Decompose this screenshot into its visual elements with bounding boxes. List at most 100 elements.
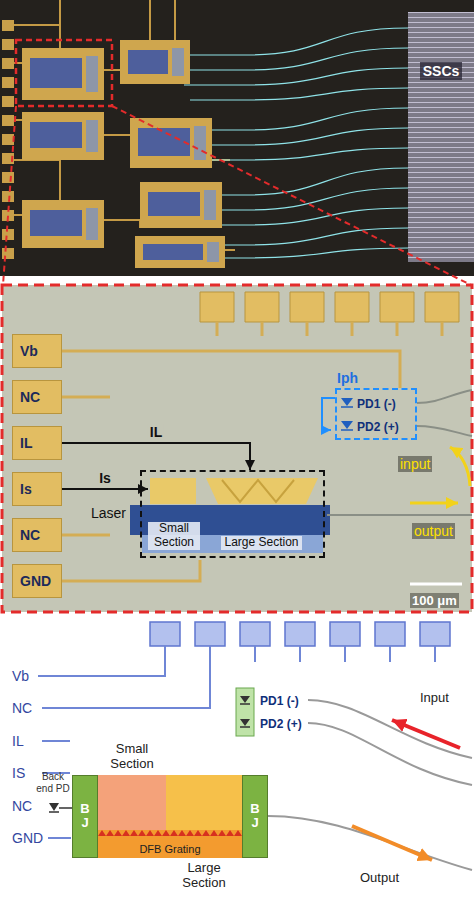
heading-label: Large Section [166, 861, 242, 891]
text-holder: PD1 (-) [260, 691, 299, 709]
box-label: BJ [249, 802, 262, 831]
bond-pad [150, 622, 450, 646]
box-label: Large Section [221, 536, 301, 550]
box-label: SSCs [420, 62, 463, 80]
box-label: NC [20, 527, 40, 543]
pin-label: NC [12, 798, 32, 814]
box-label: PD2 (+) [357, 420, 399, 434]
heading-label: Small Section [98, 742, 166, 772]
bond-pad: Is [12, 472, 62, 506]
device-photodiode [86, 48, 219, 262]
bond-pad: GND [12, 564, 62, 598]
part-label: DFB Grating [139, 843, 200, 855]
text-holder: BJ [79, 802, 92, 831]
box-label: Vb [20, 343, 38, 359]
text-holder: 100 μm [410, 591, 459, 609]
photodiode: PD2 (+) [258, 713, 318, 733]
current-arrow [62, 488, 148, 490]
device-core [30, 50, 203, 260]
text-holder: NC [12, 699, 32, 717]
diode-symbol [341, 398, 353, 429]
dfb-grating [98, 830, 242, 858]
bond-pad: NC [12, 380, 62, 414]
text-holder: IL [148, 423, 164, 441]
box-label: Is [20, 481, 32, 497]
laser-section: Small Section [148, 478, 200, 554]
text-holder: Large Section [221, 532, 301, 550]
edge-label: IL [148, 424, 164, 440]
box-label: IL [20, 435, 32, 451]
heading-label: Laser [91, 505, 126, 521]
butt-joint: BJ [242, 775, 268, 858]
text-holder: output [412, 522, 455, 540]
text-holder: GND [12, 829, 43, 847]
part-label: Back end PD [33, 771, 73, 794]
text-holder: BJ [249, 802, 262, 831]
laser-contact [206, 478, 318, 504]
input-arrow [450, 447, 470, 486]
pin-label: NC [12, 700, 32, 716]
laser-contact [150, 478, 196, 504]
photodiode: PD1 (-) [355, 393, 415, 413]
pin-label: Vb [12, 668, 29, 684]
output-arrow [352, 826, 432, 860]
current-arrow [62, 443, 250, 470]
photocurrent-wire [322, 398, 335, 430]
laser-outline: LaserSmall SectionLarge Section [140, 470, 325, 558]
signal-label: input [398, 456, 432, 472]
diode-symbol [240, 704, 250, 727]
photodiode: PD1 (-) [258, 690, 318, 710]
box-label: GND [20, 573, 51, 589]
device-metal [22, 40, 225, 268]
waveguide [184, 28, 408, 258]
text-holder: Input [420, 688, 449, 706]
output-arrow [410, 502, 458, 505]
signal-label: Output [360, 870, 399, 885]
photodiode-area [236, 688, 254, 736]
edge-label: Is [97, 470, 113, 486]
text-holder: Laser [91, 504, 126, 522]
box-label: NC [20, 389, 40, 405]
text-holder: IS [12, 764, 25, 782]
text-holder: Is [97, 469, 113, 487]
text-holder: SSCs [420, 62, 463, 80]
pin-label: IS [12, 765, 25, 781]
text-holder: PD2 (+) [260, 714, 302, 732]
text-holder: DFB Grating [98, 839, 242, 857]
scale-label: 100 μm [410, 593, 459, 608]
text-holder: NC [20, 388, 40, 406]
zoom-box [16, 40, 112, 106]
box-label: BJ [79, 802, 92, 831]
pin-label: IL [12, 733, 24, 749]
text-holder: IL [12, 732, 24, 750]
grating-teeth [98, 830, 242, 836]
photodiode: PD2 (+) [355, 416, 415, 436]
signal-label: output [412, 523, 455, 539]
bond-pad: Vb [12, 334, 62, 368]
contact-pattern [222, 480, 294, 502]
box-label: PD1 (-) [260, 694, 299, 708]
text-holder: Small Section [148, 522, 200, 550]
text-holder: NC [12, 797, 32, 815]
text-holder: GND [20, 572, 51, 590]
waveguide [327, 390, 472, 515]
bond-pad-column [2, 20, 14, 259]
diode-symbol [49, 808, 72, 812]
bond-pad: NC [12, 518, 62, 552]
laser-section: Large Section [202, 478, 321, 554]
text-holder: Iph [337, 369, 415, 387]
text-holder: Small Section [98, 742, 166, 772]
box-label: Small Section [148, 522, 200, 550]
text-holder: PD2 (+) [357, 417, 399, 435]
text-holder: Back end PD [33, 771, 73, 796]
signal-label: Input [420, 690, 449, 705]
diode-symbol [240, 696, 250, 726]
text-holder: IL [20, 434, 32, 452]
text-holder: Large Section [166, 861, 242, 891]
bond-pad [200, 292, 459, 322]
photodiode-outline: IphPD1 (-)PD2 (+) [335, 388, 417, 440]
chip-photo-ground [0, 0, 474, 276]
text-holder: input [398, 455, 432, 473]
zoom-panel [2, 285, 472, 612]
diode-symbol [49, 803, 59, 811]
